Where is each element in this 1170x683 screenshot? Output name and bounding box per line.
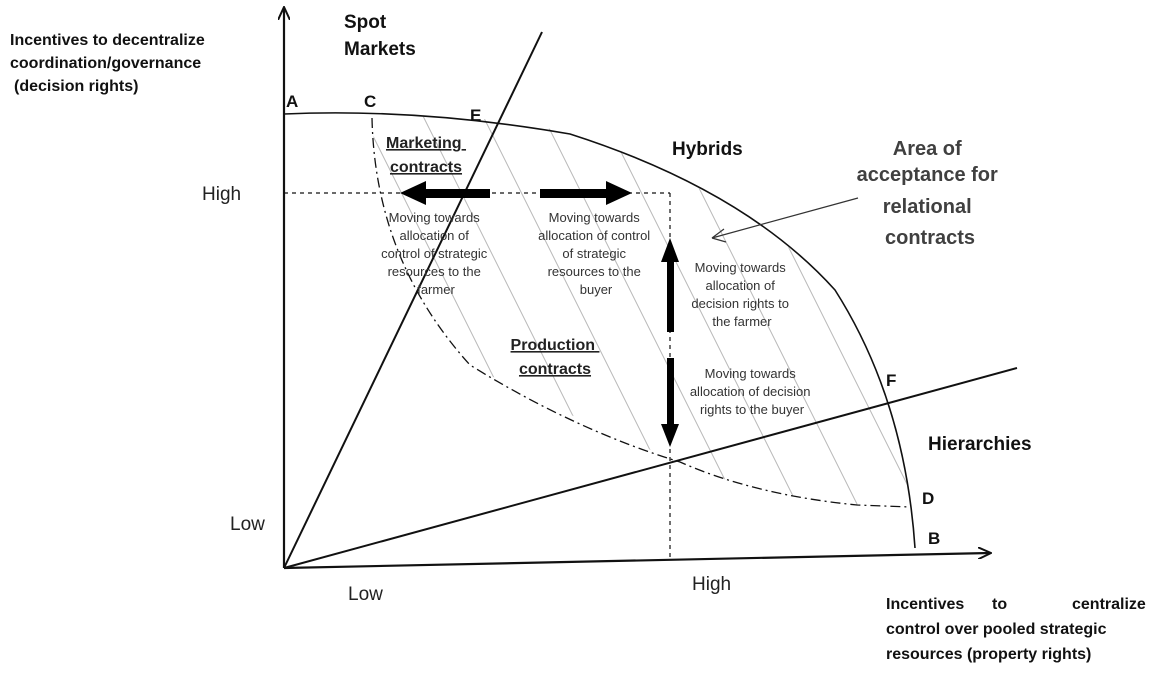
point-d: D [922,489,934,508]
x-tick-low: Low [348,584,383,605]
y-axis-title: Incentives to decentralize coordination/… [10,32,209,95]
x-axis [283,553,990,570]
acceptance-pointer [711,197,859,239]
frontier-curve [283,112,916,549]
arrow-to-farmer-decision [661,238,679,332]
production-contracts-label: Production contracts [511,337,600,378]
hybrids-label: Hybrids [672,139,743,160]
point-f: F [886,371,896,390]
marketing-contracts-label: Marketing contracts [386,135,466,176]
y-tick-high: High [202,184,241,205]
move-buyer-decision-text: Moving towards allocation of decision ri… [690,366,814,417]
move-farmer-control-text: Moving towards allocation of control of … [381,210,491,297]
arrow-to-buyer-decision [661,358,679,447]
y-tick-low: Low [230,514,265,535]
spot-markets-ray [283,31,543,569]
point-a: A [286,92,298,111]
acceptance-boundary [371,117,911,508]
point-c: C [364,92,376,111]
move-farmer-decision-text: Moving towards allocation of decision ri… [691,260,792,329]
point-e: E [470,106,481,125]
arrow-to-farmer-control [400,181,490,205]
spot-markets-label: Spot Markets [344,12,416,60]
acceptance-area-label: Area of acceptance for relational contra… [857,138,1004,249]
x-tick-high: High [692,574,731,595]
move-buyer-control-text: Moving towards allocation of control of … [538,210,654,297]
hierarchies-ray [283,367,1018,569]
hierarchies-label: Hierarchies [928,434,1032,455]
acceptance-pointer-head [711,228,727,243]
point-b: B [928,529,940,548]
x-axis-title: Incentives to centralize control over po… [886,596,1150,663]
arrow-to-buyer-control [540,181,632,205]
